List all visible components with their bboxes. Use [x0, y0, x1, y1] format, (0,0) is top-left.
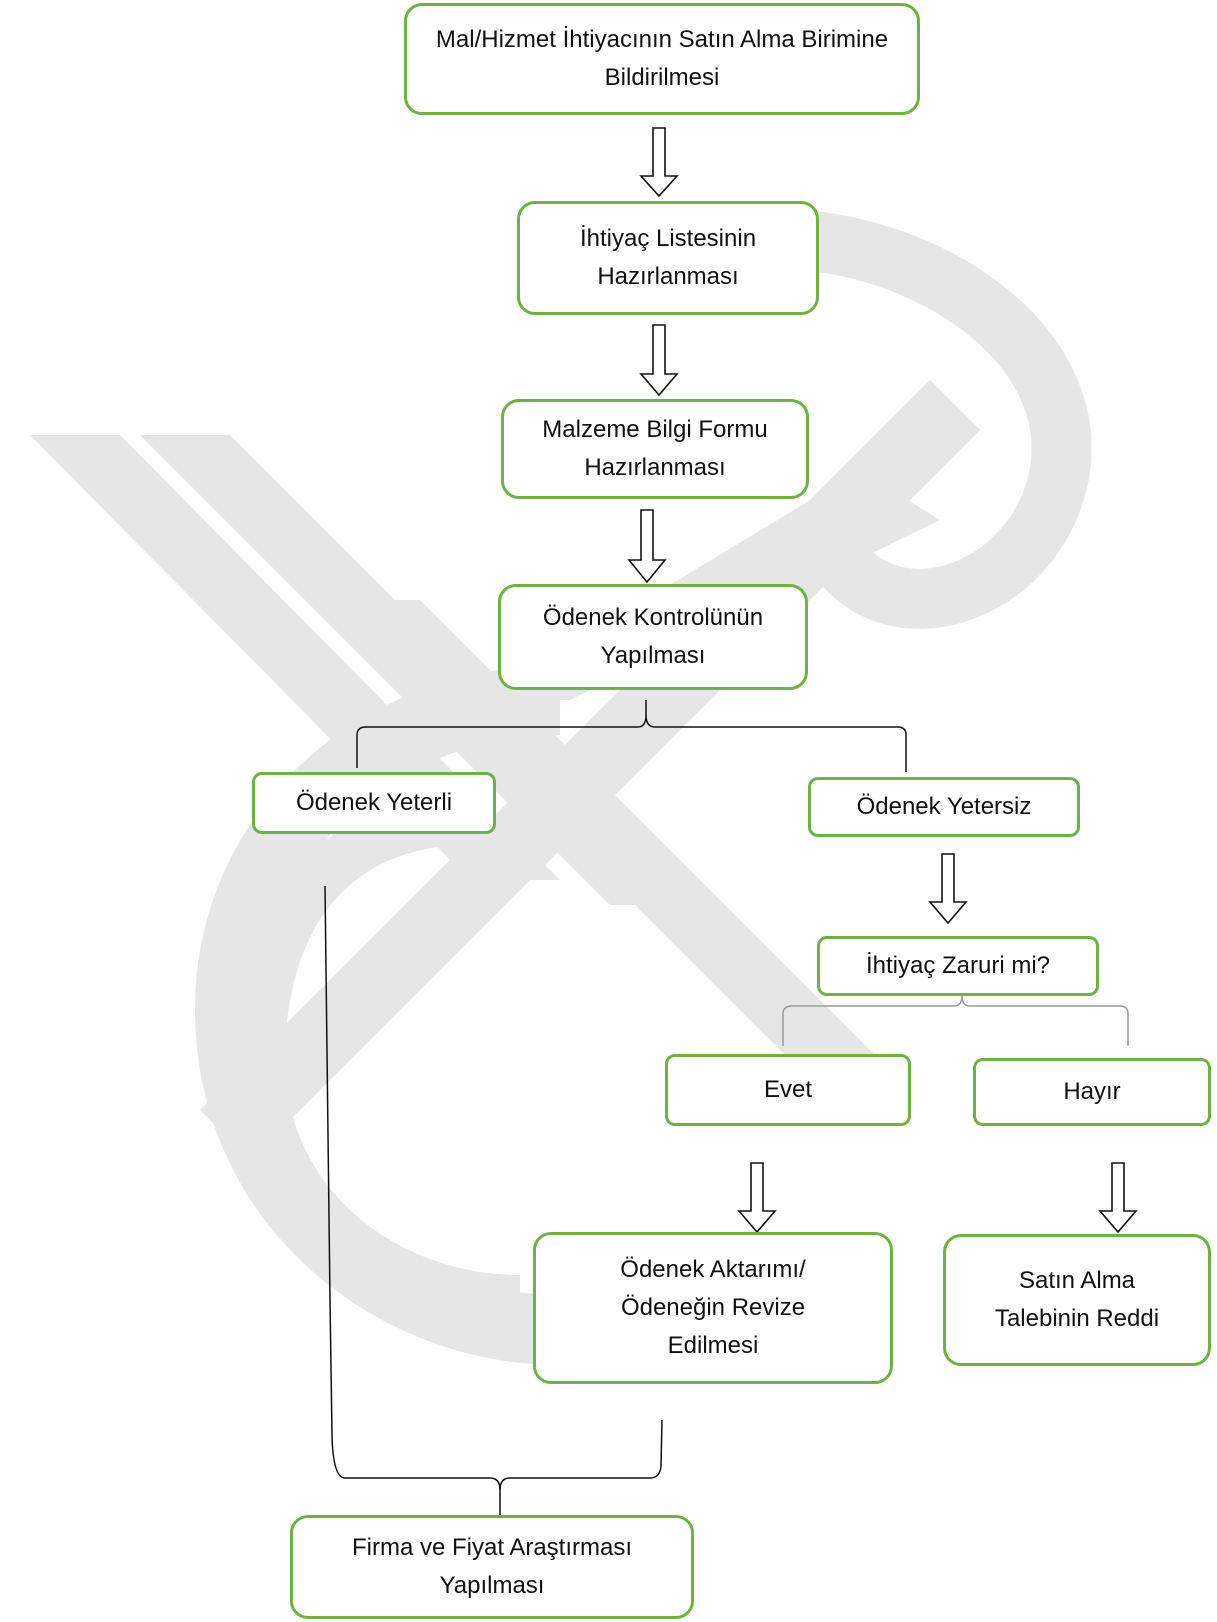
needs-list-label: İhtiyaç Listesinin Hazırlanması	[579, 225, 757, 290]
need-essential-box: İhtiyaç Zaruri mi?	[817, 936, 1099, 996]
budget-check-label: Ödenek Kontrolünün Yapılması	[542, 604, 764, 669]
need-notification-box: Mal/Hizmet İhtiyacının Satın Alma Birimi…	[404, 3, 920, 115]
merge-line	[324, 885, 501, 1515]
yes-box: Evet	[665, 1054, 911, 1126]
need-notification-label: Mal/Hizmet İhtiyacının Satın Alma Birimi…	[435, 26, 889, 91]
branch-brace	[356, 700, 907, 772]
material-form-box: Malzeme Bilgi Formu Hazırlanması	[501, 399, 809, 499]
request-rejected-label: Satın Alma Talebinin Reddi	[994, 1267, 1160, 1332]
down-arrow-icon	[627, 509, 667, 584]
budget-check-box: Ödenek Kontrolünün Yapılması	[498, 584, 808, 690]
needs-list-box: İhtiyaç Listesinin Hazırlanması	[517, 201, 819, 315]
down-arrow-icon	[928, 853, 968, 925]
request-rejected-box: Satın Alma Talebinin Reddi	[943, 1234, 1211, 1366]
budget-insufficient-box: Ödenek Yetersiz	[808, 777, 1080, 837]
budget-transfer-label: Ödenek Aktarımı/Ödeneğin Revize Edilmesi	[620, 1256, 806, 1359]
vendor-research-label: Firma ve Fiyat Araştırması Yapılması	[351, 1534, 633, 1599]
down-arrow-icon	[1098, 1162, 1138, 1234]
merge-line	[499, 1419, 663, 1491]
budget-sufficient-box: Ödenek Yeterli	[252, 772, 496, 834]
no-box: Hayır	[973, 1058, 1211, 1126]
down-arrow-icon	[639, 127, 679, 198]
down-arrow-icon	[737, 1162, 777, 1234]
branch-brace	[782, 990, 1129, 1046]
budget-sufficient-label: Ödenek Yeterli	[295, 789, 453, 816]
budget-insufficient-label: Ödenek Yetersiz	[856, 793, 1032, 820]
need-essential-label: İhtiyaç Zaruri mi?	[865, 952, 1051, 979]
material-form-label: Malzeme Bilgi Formu Hazırlanması	[542, 416, 768, 481]
no-label: Hayır	[1063, 1078, 1121, 1105]
vendor-research-box: Firma ve Fiyat Araştırması Yapılması	[290, 1515, 694, 1619]
down-arrow-icon	[639, 324, 679, 397]
yes-label: Evet	[763, 1076, 813, 1103]
budget-transfer-box: Ödenek Aktarımı/Ödeneğin Revize Edilmesi	[533, 1232, 893, 1384]
